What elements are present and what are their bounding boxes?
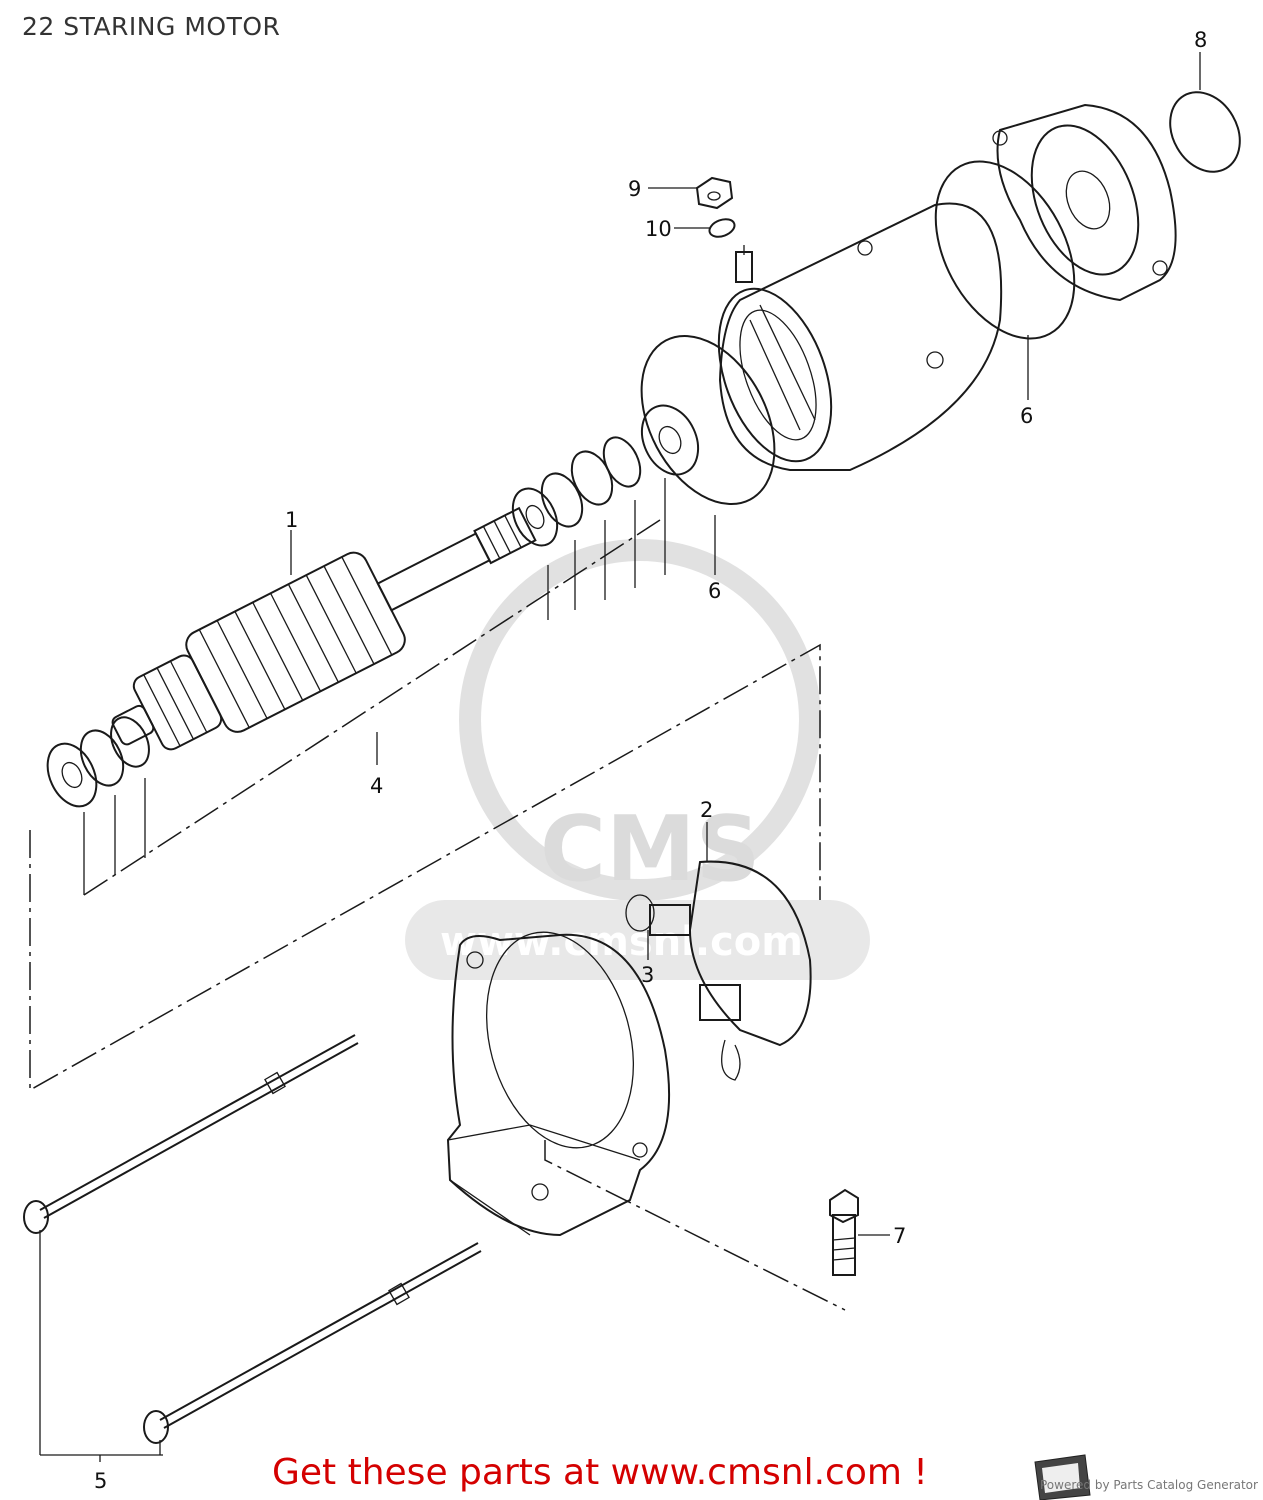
through-bolt-lower[interactable] bbox=[143, 1242, 482, 1444]
callout-6-front: 6 bbox=[708, 579, 721, 603]
washer-10[interactable] bbox=[707, 216, 737, 240]
front-housing[interactable] bbox=[446, 916, 671, 1237]
bolt-7[interactable] bbox=[829, 1188, 859, 1276]
through-bolt-upper[interactable] bbox=[23, 1034, 359, 1234]
callout-2: 2 bbox=[700, 798, 713, 822]
powered-by-footer: Powered by Parts Catalog Generator bbox=[1040, 1478, 1258, 1492]
callout-4: 4 bbox=[370, 774, 383, 798]
leader-lines bbox=[39, 52, 1201, 1462]
watermark-url-text: www.cmsnl.com bbox=[440, 919, 803, 965]
callout-3: 3 bbox=[641, 963, 654, 987]
callout-10: 10 bbox=[645, 217, 672, 241]
callout-7: 7 bbox=[893, 1224, 906, 1248]
assembly-lines bbox=[29, 478, 846, 1311]
motor-case[interactable] bbox=[697, 202, 1003, 476]
o-ring-rear[interactable] bbox=[907, 138, 1102, 362]
watermark-cms-text: CMS bbox=[540, 797, 760, 902]
left-washer-set[interactable] bbox=[38, 711, 156, 814]
page-title: 22 STARING MOTOR bbox=[22, 12, 281, 41]
cms-watermark-logo: CMS www.cmsnl.com bbox=[405, 539, 870, 980]
callout-6-rear: 6 bbox=[1020, 404, 1033, 428]
callout-1: 1 bbox=[285, 508, 298, 532]
nut[interactable] bbox=[695, 176, 734, 210]
callout-numbers: 1 2 3 4 5 6 6 7 8 9 10 bbox=[94, 28, 1207, 1493]
brush-plate[interactable] bbox=[625, 860, 812, 1081]
o-ring-8[interactable] bbox=[1156, 80, 1253, 185]
callout-5: 5 bbox=[94, 1469, 107, 1493]
callout-9: 9 bbox=[628, 177, 641, 201]
right-washer-set[interactable] bbox=[504, 432, 647, 553]
o-ring-front[interactable] bbox=[615, 313, 802, 526]
end-cover[interactable] bbox=[992, 103, 1177, 302]
bracket-washer[interactable] bbox=[631, 396, 709, 483]
callout-8: 8 bbox=[1194, 28, 1207, 52]
get-parts-banner-link[interactable]: Get these parts at www.cmsnl.com ! bbox=[272, 1452, 928, 1493]
corner-stamp-logo bbox=[1034, 1454, 1091, 1500]
armature-part[interactable] bbox=[92, 475, 552, 782]
